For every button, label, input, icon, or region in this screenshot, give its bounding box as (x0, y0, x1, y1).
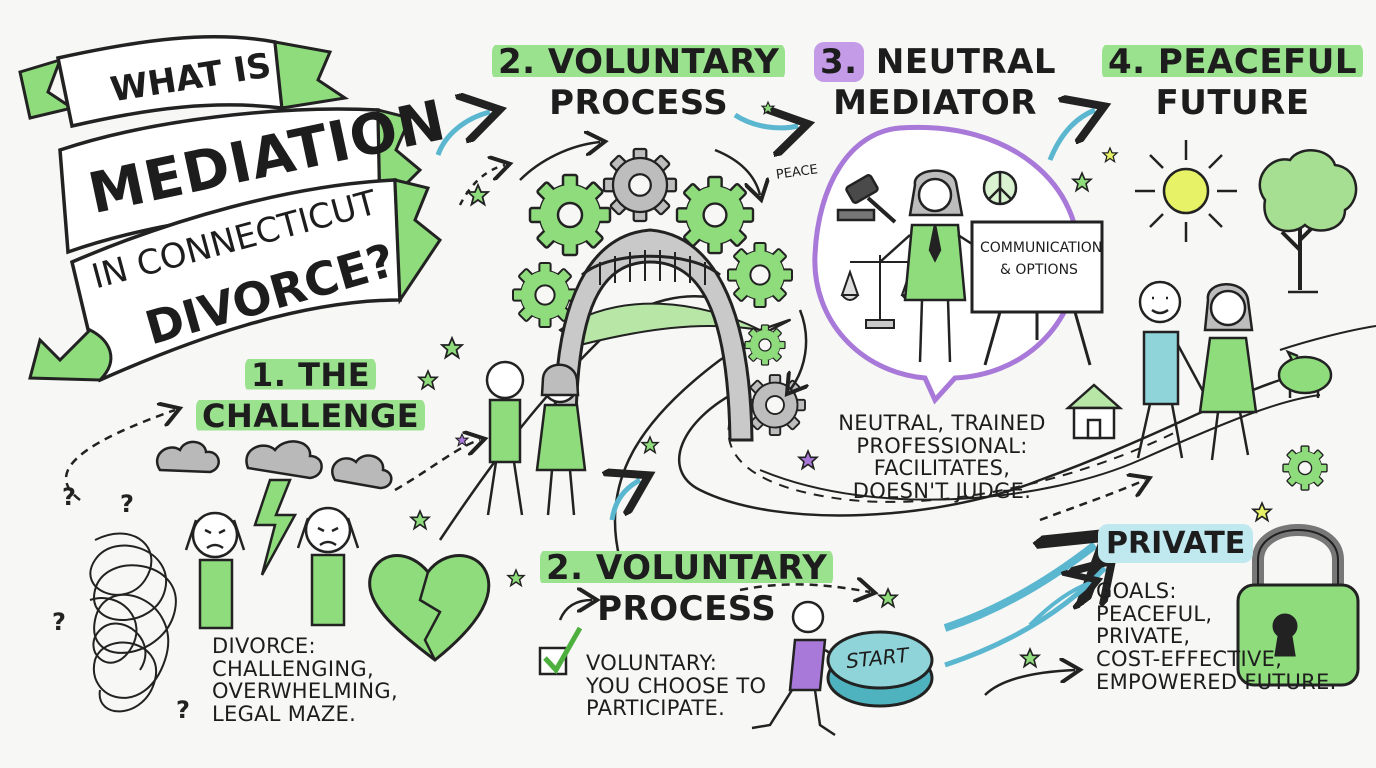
whiteboard-line: COMMUNICATION (980, 240, 1103, 256)
question-marks: ???? (52, 483, 190, 724)
tree-icon (1258, 149, 1358, 294)
svg-text:?: ? (120, 490, 134, 518)
whiteboard (970, 220, 1104, 366)
couple-at-bridge (485, 360, 587, 516)
goals-text-line: EMPOWERED FUTURE. (1096, 669, 1337, 694)
voluntary-top-heading-line2: PROCESS (549, 82, 729, 123)
goals-text: GOALS: PEACEFUL, PRIVATE, COST-EFFECTIVE… (1096, 580, 1337, 693)
challenge-text: DIVORCE: CHALLENGING, OVERWHELMING, LEGA… (212, 635, 398, 726)
mediator-heading: 3. NEUTRAL MEDIATOR (814, 42, 1057, 123)
mediator-heading-line1: NEUTRAL (875, 42, 1057, 82)
future-heading-line2: FUTURE (1155, 82, 1310, 123)
challenge-heading-line1: THE (298, 356, 371, 394)
future-heading: 4. PEACEFUL FUTURE (1102, 42, 1364, 123)
mediator-number: 3. (814, 42, 864, 82)
storm-cloud-icon (155, 440, 393, 490)
svg-text:?: ? (62, 483, 76, 511)
piggy-bank-icon (1277, 349, 1333, 398)
sun-icon (1135, 140, 1237, 242)
mediator-text-line: NEUTRAL, TRAINED (838, 411, 1046, 435)
challenge-text-line: OVERWHELMING, (212, 679, 398, 704)
mediator-person (879, 169, 1001, 363)
whiteboard-text: COMMUNICATION & OPTIONS (980, 238, 1103, 281)
whiteboard-line: & OPTIONS (1000, 261, 1078, 278)
challenge-heading: 1. THE CHALLENGE (196, 356, 426, 435)
green-hills (558, 302, 761, 347)
goals-text-line: PRIVATE, (1096, 624, 1191, 649)
goals-text-line: PEACEFUL, (1096, 601, 1213, 626)
scribble-tangle (89, 532, 177, 713)
mediator-text-line: PROFESSIONAL: (856, 433, 1028, 458)
private-label-text: PRIVATE (1098, 524, 1254, 563)
gavel-icon (836, 174, 897, 224)
checkbox-icon (538, 626, 583, 676)
svg-text:?: ? (176, 696, 190, 724)
voluntary-text-line: YOU CHOOSE TO (586, 673, 767, 698)
broken-heart-icon (368, 554, 491, 662)
voluntary-bottom-heading-line1: 2. VOLUNTARY (540, 548, 834, 588)
challenge-text-line: CHALLENGING, (212, 656, 374, 681)
start-button (826, 630, 934, 708)
title-banner (18, 35, 443, 383)
voluntary-top-heading: 2. VOLUNTARY PROCESS (492, 42, 786, 123)
peace-sign-icon (982, 170, 1018, 206)
challenge-text-line: DIVORCE: (212, 634, 316, 658)
mediator-heading-line2: MEDIATOR (833, 82, 1037, 123)
house-icon (1064, 383, 1124, 440)
voluntary-bottom-heading-line2: PROCESS (597, 588, 777, 629)
push-person (751, 600, 851, 737)
bridge-icon (553, 228, 754, 442)
sad-people (184, 506, 360, 630)
mediator-text: NEUTRAL, TRAINED PROFESSIONAL: FACILITAT… (828, 412, 1056, 503)
goals-text-line: GOALS: (1096, 579, 1177, 603)
voluntary-top-heading-line1: 2. VOLUNTARY (492, 42, 786, 82)
svg-text:?: ? (52, 608, 66, 636)
voluntary-text: VOLUNTARY: YOU CHOOSE TO PARTICIPATE. (586, 652, 766, 720)
voluntary-text-line: VOLUNTARY: (586, 651, 718, 675)
lightning-icon (253, 478, 298, 576)
challenge-heading-line2: CHALLENGE (196, 396, 426, 435)
voluntary-bottom-heading: 2. VOLUNTARY PROCESS (540, 548, 834, 629)
challenge-text-line: LEGAL MAZE. (212, 702, 357, 727)
challenge-number: 1. (251, 356, 287, 394)
padlock-icon (1236, 524, 1360, 687)
voluntary-text-line: PARTICIPATE. (586, 696, 726, 721)
mediator-text-line: DOESN'T JUDGE. (852, 479, 1032, 504)
mediator-text-line: FACILITATES, (873, 456, 1011, 481)
private-label: PRIVATE (1098, 524, 1254, 563)
happy-couple (1136, 280, 1258, 461)
goals-text-line: COST-EFFECTIVE, (1096, 647, 1283, 672)
future-heading-line1: 4. PEACEFUL (1102, 42, 1364, 82)
